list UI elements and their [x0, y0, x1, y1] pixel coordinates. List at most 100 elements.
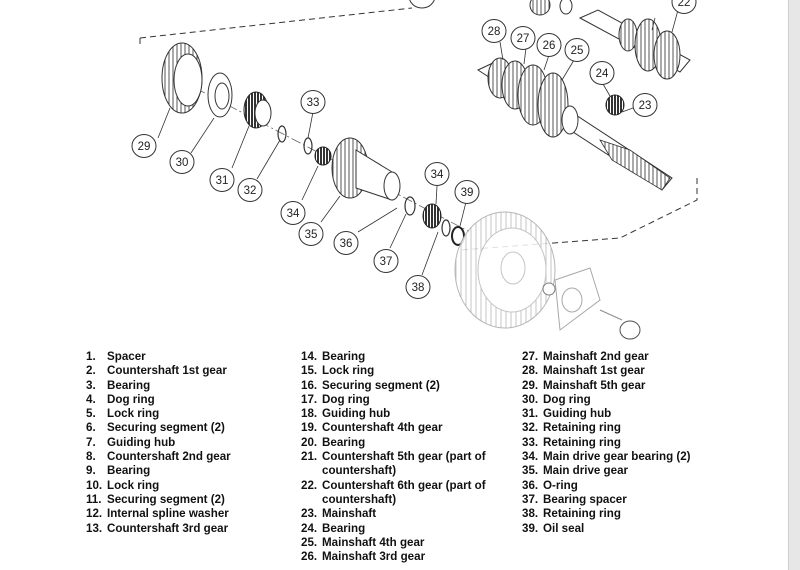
legend-item: 26.Mainshaft 3rd gear	[301, 550, 486, 564]
callout-bubble: 22	[671, 0, 697, 14]
callout-bubble: 26	[536, 33, 562, 57]
legend-item: 16.Securing segment (2)	[301, 379, 486, 393]
legend-item-label: Bearing	[322, 435, 366, 449]
legend-item: countershaft)	[301, 464, 486, 478]
callout-bubble: 25	[564, 38, 590, 62]
legend-item-number: 23.	[301, 507, 318, 521]
callout-bubble: 29	[131, 134, 157, 158]
legend-item-number: 19.	[301, 421, 318, 435]
legend-item-number: 5.	[86, 407, 96, 421]
legend-item-number: 17.	[301, 392, 318, 406]
legend-item-number: 35.	[522, 464, 539, 478]
legend-item-label: Guiding hub	[322, 407, 391, 421]
legend-item-label: Mainshaft 4th gear	[322, 535, 425, 549]
legend-item-label: Mainshaft 2nd gear	[543, 350, 649, 363]
legend-item: 18.Guiding hub	[301, 407, 486, 421]
legend-item: 17. Dog ring	[301, 393, 486, 407]
legend-item: 10. Lock ring	[86, 479, 231, 493]
legend-item: 1.Spacer	[86, 350, 231, 364]
legend-item-number: 33.	[522, 435, 539, 449]
callout-bubble: 27	[510, 26, 536, 50]
callout-top-fragment: 18	[409, 0, 435, 9]
legend-item-label: Mainshaft 5th gear	[543, 378, 646, 392]
legend-item-number: 28.	[522, 364, 539, 378]
legend-item: 3.Bearing	[86, 379, 231, 393]
legend-item: 15. Lock ring	[301, 364, 486, 378]
legend-item-label: Internal spline washer	[107, 507, 229, 521]
legend-item: 4. Dog ring	[86, 393, 231, 407]
legend-item-number: 22.	[301, 478, 318, 492]
legend-item-label: Securing segment (2)	[107, 492, 225, 506]
legend-item-number: 21.	[301, 450, 318, 464]
callout-label: 29	[138, 141, 151, 153]
legend-item-number: 27.	[522, 350, 539, 363]
legend-item: 14. Bearing	[301, 350, 486, 364]
legend-item-label: Lock ring	[322, 364, 375, 378]
svg-text:18: 18	[416, 0, 429, 3]
legend-item: 13.Countershaft 3rd gear	[86, 522, 231, 536]
callout-bubble: 38	[405, 275, 431, 299]
legend-item-number: 30.	[522, 392, 539, 406]
mainshaft-assembly	[476, 0, 691, 191]
legend-item: 37.Bearing spacer	[522, 493, 691, 507]
legend-item: 21.Countershaft 5th gear (part of	[301, 450, 486, 464]
legend-item-number: 14.	[301, 350, 318, 363]
legend-item: 29.Mainshaft 5th gear	[522, 379, 691, 393]
legend-item-label: Dog ring	[107, 392, 155, 406]
legend-item-label: Main drive gear bearing (2)	[543, 450, 691, 464]
legend-item-number: 12.	[86, 507, 103, 521]
callout-label: 30	[176, 157, 189, 169]
legend-item-label: Dog ring	[322, 392, 370, 406]
legend-item: 7.Guiding hub	[86, 436, 231, 450]
callout-label: 33	[307, 97, 320, 109]
legend-item: 24.Bearing	[301, 522, 486, 536]
legend-item-number: 6.	[86, 421, 96, 435]
legend-item-label: Retaining ring	[543, 435, 621, 449]
legend-item: 8.Countershaft 2nd gear	[86, 450, 231, 464]
legend-item: 20.Bearing	[301, 436, 486, 450]
legend-item-label: Retaining ring	[543, 507, 621, 521]
legend-item-label: Bearing	[322, 350, 366, 363]
legend-item-number: 10.	[86, 478, 103, 492]
legend-item-number: 36.	[522, 478, 539, 492]
legend-item: 27. Mainshaft 2nd gear	[522, 350, 691, 364]
callout-bubble: 30	[169, 150, 195, 174]
legend-item: 22. Countershaft 6th gear (part of	[301, 479, 486, 493]
legend-item-number: 34.	[522, 450, 539, 464]
legend-item-label: Countershaft 4th gear	[322, 421, 443, 435]
clutch-drum-ghost	[454, 211, 641, 340]
legend-item-label: Main drive gear	[543, 464, 629, 478]
dashed-outline	[139, 7, 413, 39]
legend-item-number: 11.	[86, 492, 102, 506]
legend-item-label: Lock ring	[107, 478, 160, 492]
legend-item-label: Securing segment (2)	[322, 378, 440, 392]
legend-item: 34. Main drive gear bearing (2)	[522, 450, 691, 464]
callout-bubble: 24	[589, 61, 615, 85]
callout-label: 37	[380, 256, 393, 268]
legend-item: 9.Bearing	[86, 464, 231, 478]
callout-bubble: 39	[454, 180, 480, 204]
dashed-outline-right	[459, 178, 698, 251]
legend-item-label: Countershaft 3rd gear	[107, 521, 229, 535]
legend-item-label: Oil seal	[543, 521, 585, 535]
window-scrollbar[interactable]	[788, 0, 800, 570]
legend-item-number: 15.	[301, 364, 318, 378]
callout-label: 34	[287, 208, 300, 220]
legend-item-number: 4.	[86, 392, 96, 406]
callout-label: 36	[340, 238, 353, 250]
legend-item-label: Mainshaft 3rd gear	[322, 550, 426, 564]
legend-item-label: Bearing spacer	[543, 492, 627, 506]
legend-item-label: Mainshaft	[322, 507, 377, 521]
legend-item-label: Guiding hub	[543, 407, 612, 421]
legend-item-label: Spacer	[107, 350, 146, 363]
callout-label: 31	[216, 175, 229, 187]
callout-bubble: 32	[237, 178, 263, 202]
legend-item-label: Countershaft 6th gear (part of	[322, 478, 486, 492]
legend-item: 36.O-ring	[522, 479, 691, 493]
legend-item-number: 8.	[86, 450, 96, 464]
callout-bubble: 35	[298, 222, 324, 246]
legend-item-label: Lock ring	[107, 407, 160, 421]
main-drive-assembly	[161, 42, 465, 246]
